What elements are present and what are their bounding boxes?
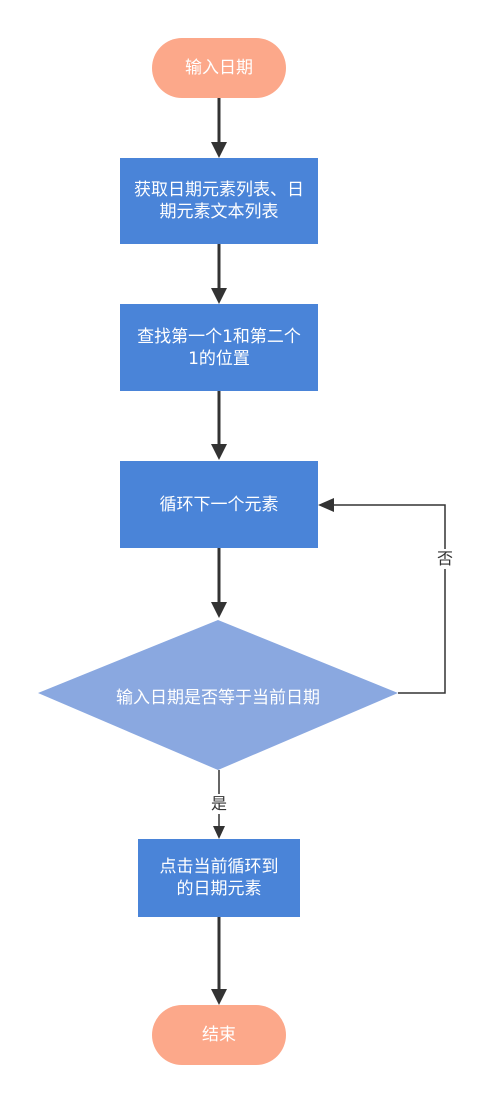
process-node-click-date: 点击当前循环到的日期元素 xyxy=(138,839,300,917)
decision-node: 输入日期是否等于当前日期 xyxy=(38,620,398,770)
process-node-find-first-ones: 查找第一个1和第二个1的位置 xyxy=(120,304,318,391)
start-node: 输入日期 xyxy=(152,38,286,98)
decision-diamond-shape xyxy=(38,620,398,770)
decision-node-label: 输入日期是否等于当前日期 xyxy=(116,687,320,708)
arrow-step3-to-decision xyxy=(211,548,227,618)
end-node: 结束 xyxy=(152,1005,286,1065)
process-node-get-date-elements: 获取日期元素列表、日期元素文本列表 xyxy=(120,158,318,244)
start-node-label: 输入日期 xyxy=(185,58,253,78)
arrow-decision-no-loop xyxy=(318,498,446,694)
process-node-find-first-ones-label: 查找第一个1和第二个1的位置 xyxy=(137,326,301,369)
end-node-label: 结束 xyxy=(202,1025,236,1045)
process-node-get-date-elements-label: 获取日期元素列表、日期元素文本列表 xyxy=(134,180,304,222)
edge-label-yes: 是 xyxy=(210,794,229,814)
process-node-click-date-label: 点击当前循环到的日期元素 xyxy=(159,857,279,899)
process-node-loop-next: 循环下一个元素 xyxy=(120,461,318,548)
process-node-loop-next-label: 循环下一个元素 xyxy=(159,494,279,515)
arrow-step4-to-end xyxy=(211,917,227,1005)
arrow-step1-to-step2 xyxy=(211,244,227,304)
arrow-start-to-step1 xyxy=(211,98,227,158)
arrow-step2-to-step3 xyxy=(211,391,227,460)
edge-label-no: 否 xyxy=(436,549,455,569)
